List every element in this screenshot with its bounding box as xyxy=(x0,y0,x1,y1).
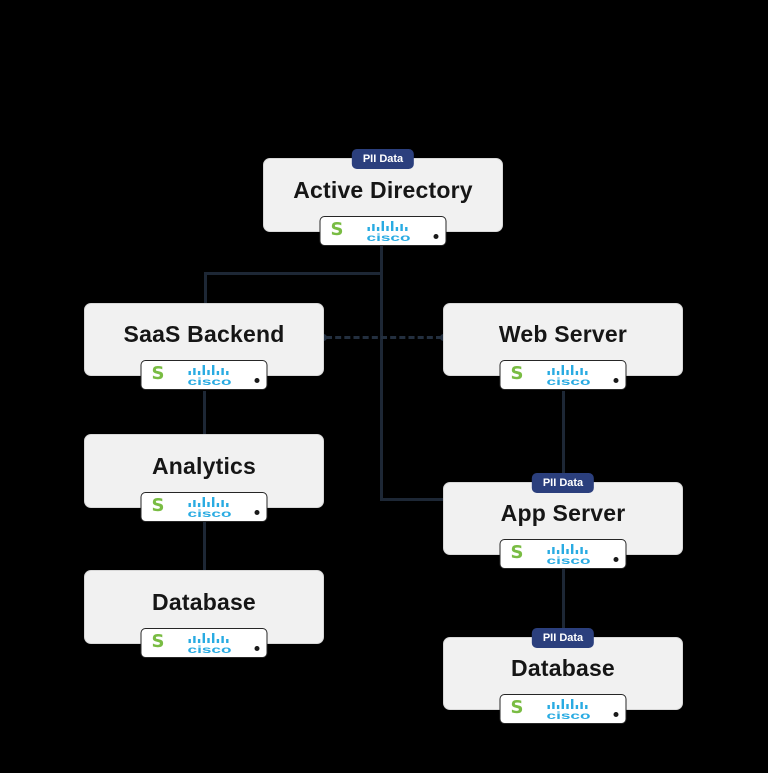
splunk-icon: S xyxy=(510,542,524,563)
vendor-pill: S cisco xyxy=(499,694,627,724)
node-database-right[interactable]: PII Data Database S cisco xyxy=(443,628,683,724)
connector-saas-analytics xyxy=(203,391,206,436)
status-dot xyxy=(613,711,619,717)
node-title: App Server xyxy=(500,500,626,526)
cisco-wordmark: cisco xyxy=(187,376,231,387)
status-dot xyxy=(254,377,260,383)
pii-data-badge: PII Data xyxy=(531,473,595,493)
node-title: Database xyxy=(511,655,615,681)
cisco-wordmark: cisco xyxy=(546,555,590,566)
node-database-left[interactable]: Database S cisco xyxy=(84,570,324,658)
cisco-logo-icon: cisco xyxy=(546,699,590,721)
node-app-server[interactable]: PII Data App Server S cisco xyxy=(443,473,683,569)
connector-ad-appserver-vertical xyxy=(380,242,383,501)
cisco-logo-icon: cisco xyxy=(546,544,590,566)
node-analytics[interactable]: Analytics S cisco xyxy=(84,434,324,522)
splunk-icon: S xyxy=(330,219,344,240)
status-dot xyxy=(613,556,619,562)
node-saas-backend[interactable]: SaaS Backend S cisco xyxy=(84,303,324,390)
splunk-icon: S xyxy=(510,697,524,718)
splunk-icon: S xyxy=(151,495,165,516)
cisco-logo-icon: cisco xyxy=(366,221,410,243)
node-title: SaaS Backend xyxy=(123,321,285,347)
cisco-logo-icon: cisco xyxy=(546,365,590,387)
connector-ad-appserver-horizontal xyxy=(380,498,445,501)
connector-appserver-database xyxy=(562,567,565,630)
cisco-logo-icon: cisco xyxy=(187,633,231,655)
vendor-pill: S cisco xyxy=(140,628,268,658)
vendor-pill: S cisco xyxy=(140,360,268,390)
cisco-wordmark: cisco xyxy=(187,644,231,655)
vendor-pill: S cisco xyxy=(319,216,447,246)
splunk-icon: S xyxy=(151,363,165,384)
splunk-icon: S xyxy=(151,631,165,652)
node-web-server[interactable]: Web Server S cisco xyxy=(443,303,683,390)
connector-analytics-database xyxy=(203,521,206,572)
status-dot xyxy=(433,233,439,239)
pii-data-badge: PII Data xyxy=(351,149,415,169)
pii-data-badge: PII Data xyxy=(531,628,595,648)
node-title: Analytics xyxy=(151,452,257,479)
splunk-icon: S xyxy=(510,363,524,384)
cisco-logo-icon: cisco xyxy=(187,365,231,387)
vendor-pill: S cisco xyxy=(499,360,627,390)
node-title: Database xyxy=(152,588,256,615)
cisco-logo-icon: cisco xyxy=(187,497,231,519)
status-dot xyxy=(254,509,260,515)
connector-web-appserver xyxy=(562,391,565,474)
vendor-pill: S cisco xyxy=(499,539,627,569)
node-active-directory[interactable]: PII Data Active Directory S cisco xyxy=(263,149,503,246)
cisco-wordmark: cisco xyxy=(546,710,590,721)
status-dot xyxy=(613,377,619,383)
vendor-pill: S cisco xyxy=(140,492,268,522)
status-dot xyxy=(254,645,260,651)
node-title: Active Directory xyxy=(293,176,473,203)
cisco-wordmark: cisco xyxy=(366,232,410,243)
node-title: Web Server xyxy=(498,321,628,347)
cisco-wordmark: cisco xyxy=(187,508,231,519)
cisco-wordmark: cisco xyxy=(546,376,590,387)
connector-saas-web-dashed xyxy=(326,336,442,339)
connector-ad-saas-vertical xyxy=(204,272,207,306)
connector-ad-saas-horizontal xyxy=(204,272,383,275)
